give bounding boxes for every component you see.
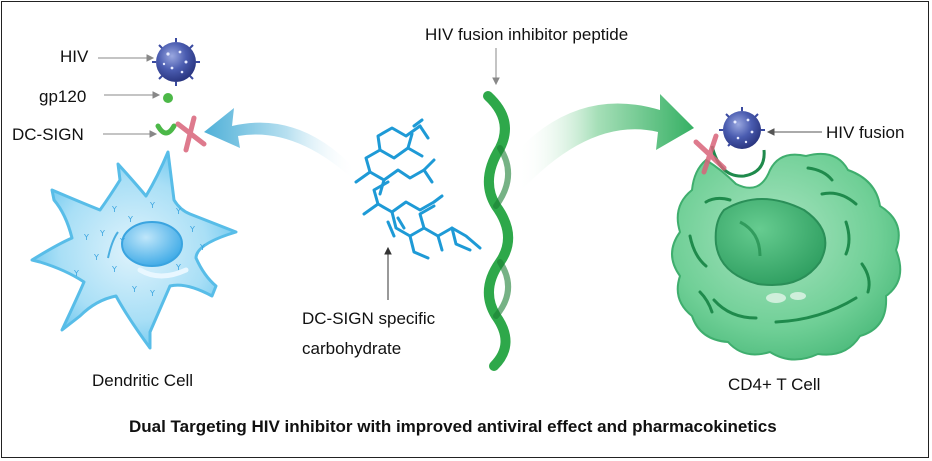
label-gp120: gp120	[39, 87, 87, 106]
dc-sign-receptor-icon	[155, 123, 177, 136]
label-pointer-lines	[98, 54, 161, 138]
svg-text:Y: Y	[131, 285, 137, 294]
svg-text:Y: Y	[73, 269, 79, 278]
svg-text:Y: Y	[111, 265, 117, 274]
svg-text:Y: Y	[93, 253, 99, 262]
fusion-pointer	[766, 128, 822, 136]
label-fusion-peptide: HIV fusion inhibitor peptide	[425, 25, 629, 44]
hiv-virus-icon	[152, 38, 200, 86]
arrow-to-cd4	[518, 94, 694, 194]
fusion-peptide-helix	[483, 91, 514, 371]
svg-text:Y: Y	[199, 243, 205, 252]
svg-text:Y: Y	[189, 225, 195, 234]
svg-text:Y: Y	[119, 237, 125, 246]
label-cd4-cell: CD4+ T Cell	[728, 375, 821, 394]
svg-text:Y: Y	[175, 207, 181, 216]
fusion-block-x-icon	[693, 133, 727, 175]
svg-text:Y: Y	[111, 205, 117, 214]
svg-text:Y: Y	[127, 215, 133, 224]
cd4-t-cell	[671, 152, 902, 361]
gp120-icon	[163, 93, 173, 103]
svg-text:Y: Y	[149, 201, 155, 210]
carbohydrate-structure	[354, 118, 482, 260]
arrow-to-dendritic	[204, 108, 356, 182]
hiv-fusion-virus-icon	[719, 107, 765, 149]
carbohydrate-pointer	[384, 246, 392, 300]
dendritic-nucleus	[121, 221, 183, 267]
label-carbohydrate-line2: carbohydrate	[302, 339, 402, 358]
svg-text:Y: Y	[175, 263, 181, 272]
svg-text:Y: Y	[149, 289, 155, 298]
cd4-nucleus	[714, 198, 827, 286]
label-carbohydrate-line1: DC-SIGN specific	[302, 309, 436, 328]
figure-caption: Dual Targeting HIV inhibitor with improv…	[129, 417, 777, 436]
block-x-icon	[175, 115, 207, 153]
label-hiv-fusion: HIV fusion	[826, 123, 905, 142]
peptide-pointer	[492, 48, 500, 86]
label-dc-sign: DC-SIGN	[12, 125, 84, 144]
label-hiv: HIV	[60, 47, 89, 66]
svg-text:Y: Y	[83, 233, 89, 242]
svg-text:Y: Y	[99, 229, 105, 238]
label-dendritic-cell: Dendritic Cell	[92, 371, 194, 390]
